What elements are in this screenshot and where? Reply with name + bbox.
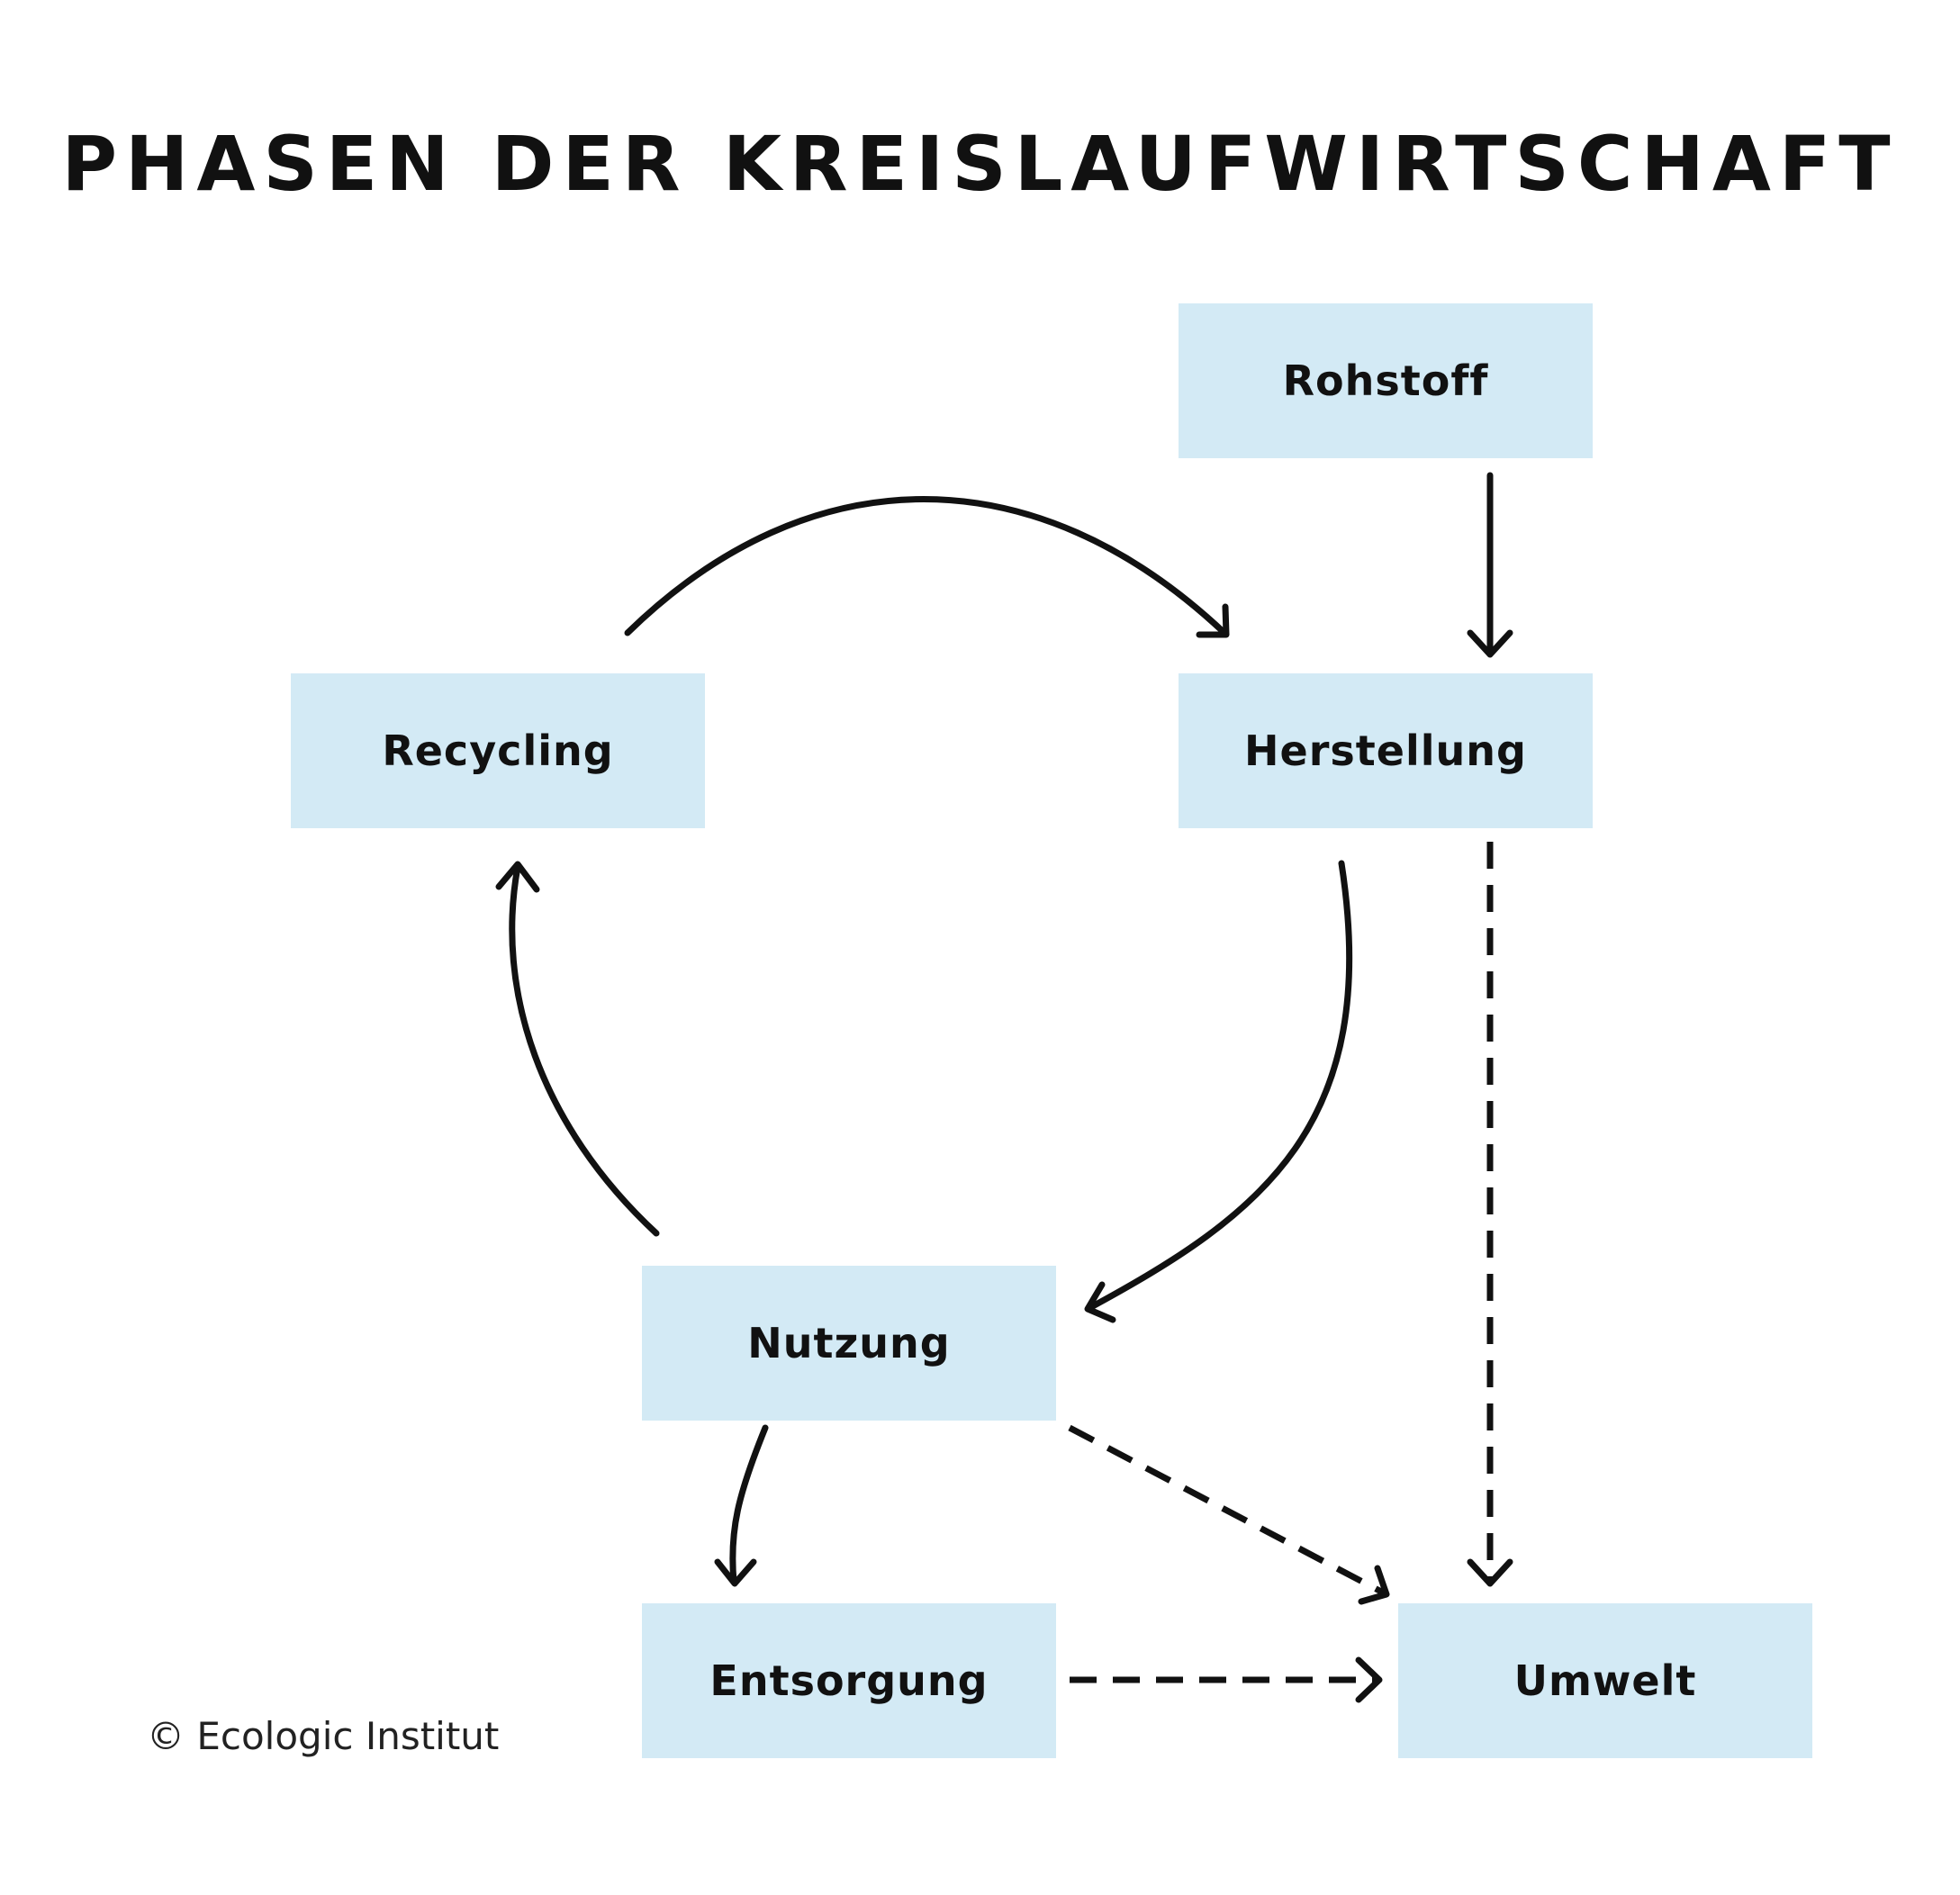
copyright-notice: © Ecologic Institut — [147, 1714, 500, 1758]
node-recycling-label: Recycling — [382, 726, 614, 775]
arrow-nutzung-entsorgung-head — [714, 1558, 757, 1587]
node-umwelt: Umwelt — [1398, 1603, 1812, 1758]
arrow-nutzung-umwelt — [1068, 1424, 1386, 1597]
arrow-herstellung-nutzung — [1086, 860, 1353, 1312]
node-rohstoff: Rohstoff — [1179, 303, 1593, 458]
node-rohstoff-label: Rohstoff — [1282, 356, 1489, 405]
node-entsorgung: Entsorgung — [642, 1603, 1056, 1758]
node-nutzung: Nutzung — [642, 1266, 1056, 1421]
node-herstellung: Herstellung — [1179, 673, 1593, 828]
arrow-recycling-herstellung-head — [1196, 603, 1230, 638]
arrow-nutzung-entsorgung — [729, 1424, 769, 1585]
diagram-title: PHASEN DER KREISLAUFWIRTSCHAFT — [61, 120, 1899, 208]
node-umwelt-label: Umwelt — [1513, 1656, 1697, 1705]
arrow-herstellung-umwelt-head — [1467, 1558, 1513, 1587]
arrow-recycling-herstellung — [624, 496, 1228, 636]
node-herstellung-label: Herstellung — [1244, 726, 1527, 775]
arrow-nutzung-umwelt-head — [1358, 1565, 1390, 1605]
arrow-nutzung-recycling — [509, 863, 660, 1237]
node-nutzung-label: Nutzung — [747, 1319, 951, 1367]
arrow-herstellung-nutzung-head — [1084, 1281, 1116, 1323]
node-entsorgung-label: Entsorgung — [709, 1656, 989, 1705]
arrow-entsorgung-umwelt-head — [1355, 1656, 1383, 1703]
arrow-nutzung-recycling-head — [495, 861, 540, 893]
arrow-rohstoff-herstellung-head — [1467, 629, 1513, 658]
node-recycling: Recycling — [291, 673, 705, 828]
